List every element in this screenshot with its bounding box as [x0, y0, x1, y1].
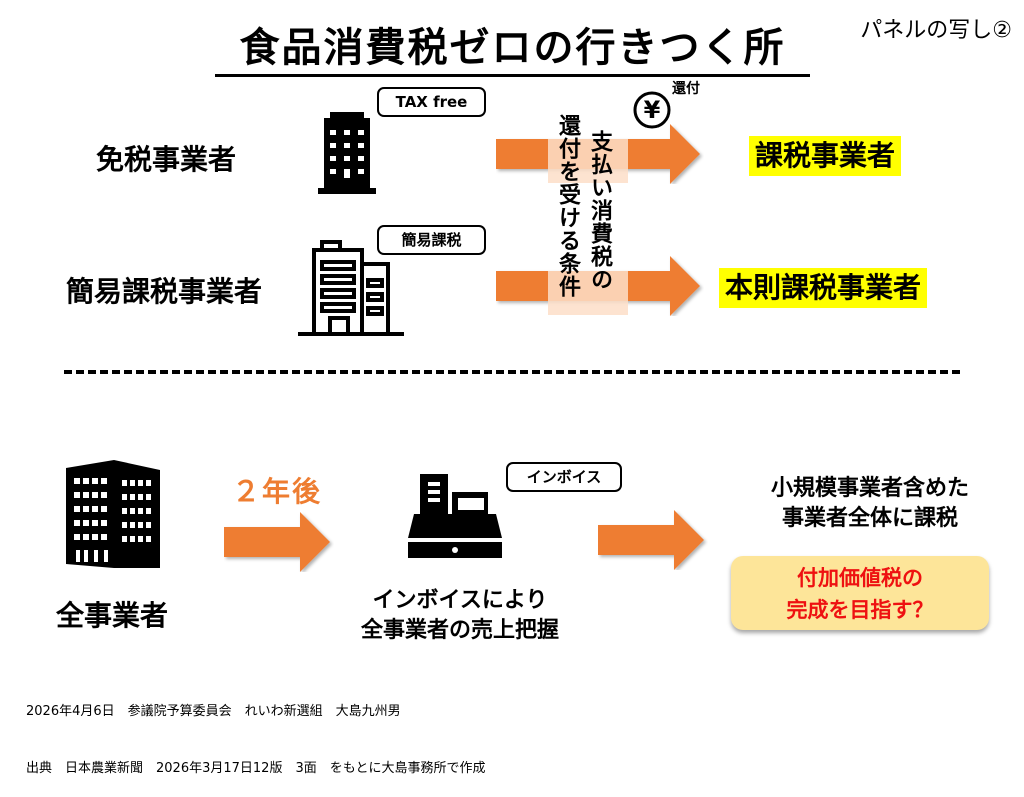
- two-years-later-label: ２年後: [232, 475, 323, 508]
- tax-exempt-business-label: 免税事業者: [96, 143, 237, 176]
- cash-register-icon: [408, 474, 502, 558]
- arrow-right-icon: [598, 510, 704, 570]
- standard-taxation-business-label: 本則課税事業者: [719, 268, 928, 308]
- invoice-sales-text-line2: 全事業者の売上把握: [360, 618, 559, 643]
- yen-coin-icon: ¥: [633, 91, 671, 129]
- taxation-scope-text-line1: 小規模事業者含めた: [770, 476, 969, 501]
- all-businesses-label: 全事業者: [56, 599, 169, 632]
- refund-condition-text-col1: 支払い消費税の: [587, 130, 612, 291]
- panel-label: パネルの写し②: [860, 18, 1012, 43]
- vat-callout: 付加価値税の 完成を目指す？: [731, 556, 989, 630]
- large-office-building-icon: [66, 460, 160, 568]
- footer-credits: 2026年4月6日 参議院予算委員会 れいわ新選組 大島九州男 出典 日本農業新…: [26, 664, 485, 797]
- footer-line2: 出典 日本農業新聞 2026年3月17日12版 3面 をもとに大島事務所で作成: [26, 761, 486, 776]
- simplified-taxation-tag: 簡易課税: [377, 225, 486, 255]
- simplified-taxation-business-label: 簡易課税事業者: [66, 275, 263, 308]
- invoice-sales-text-line1: インボイスにより: [372, 588, 548, 613]
- arrow-right-icon: [224, 512, 330, 572]
- page-title: 食品消費税ゼロの行きつく所: [215, 24, 810, 77]
- section-divider: [64, 370, 960, 374]
- refund-condition-text-col2: 還付を受ける条件: [555, 114, 580, 298]
- apartment-building-icon: [298, 240, 404, 336]
- vat-callout-line2: 完成を目指す？: [786, 598, 934, 622]
- refund-label: 還付: [672, 81, 700, 97]
- svg-text:¥: ¥: [644, 96, 661, 124]
- taxation-scope-text-line2: 事業者全体に課税: [781, 506, 958, 531]
- vat-callout-line1: 付加価値税の: [797, 566, 923, 590]
- footer-line1: 2026年4月6日 参議院予算委員会 れいわ新選組 大島九州男: [26, 704, 401, 719]
- taxable-business-label: 課税事業者: [749, 136, 902, 176]
- tax-free-tag: TAX free: [377, 87, 486, 117]
- office-building-icon: [318, 112, 376, 194]
- invoice-tag: インボイス: [506, 462, 622, 492]
